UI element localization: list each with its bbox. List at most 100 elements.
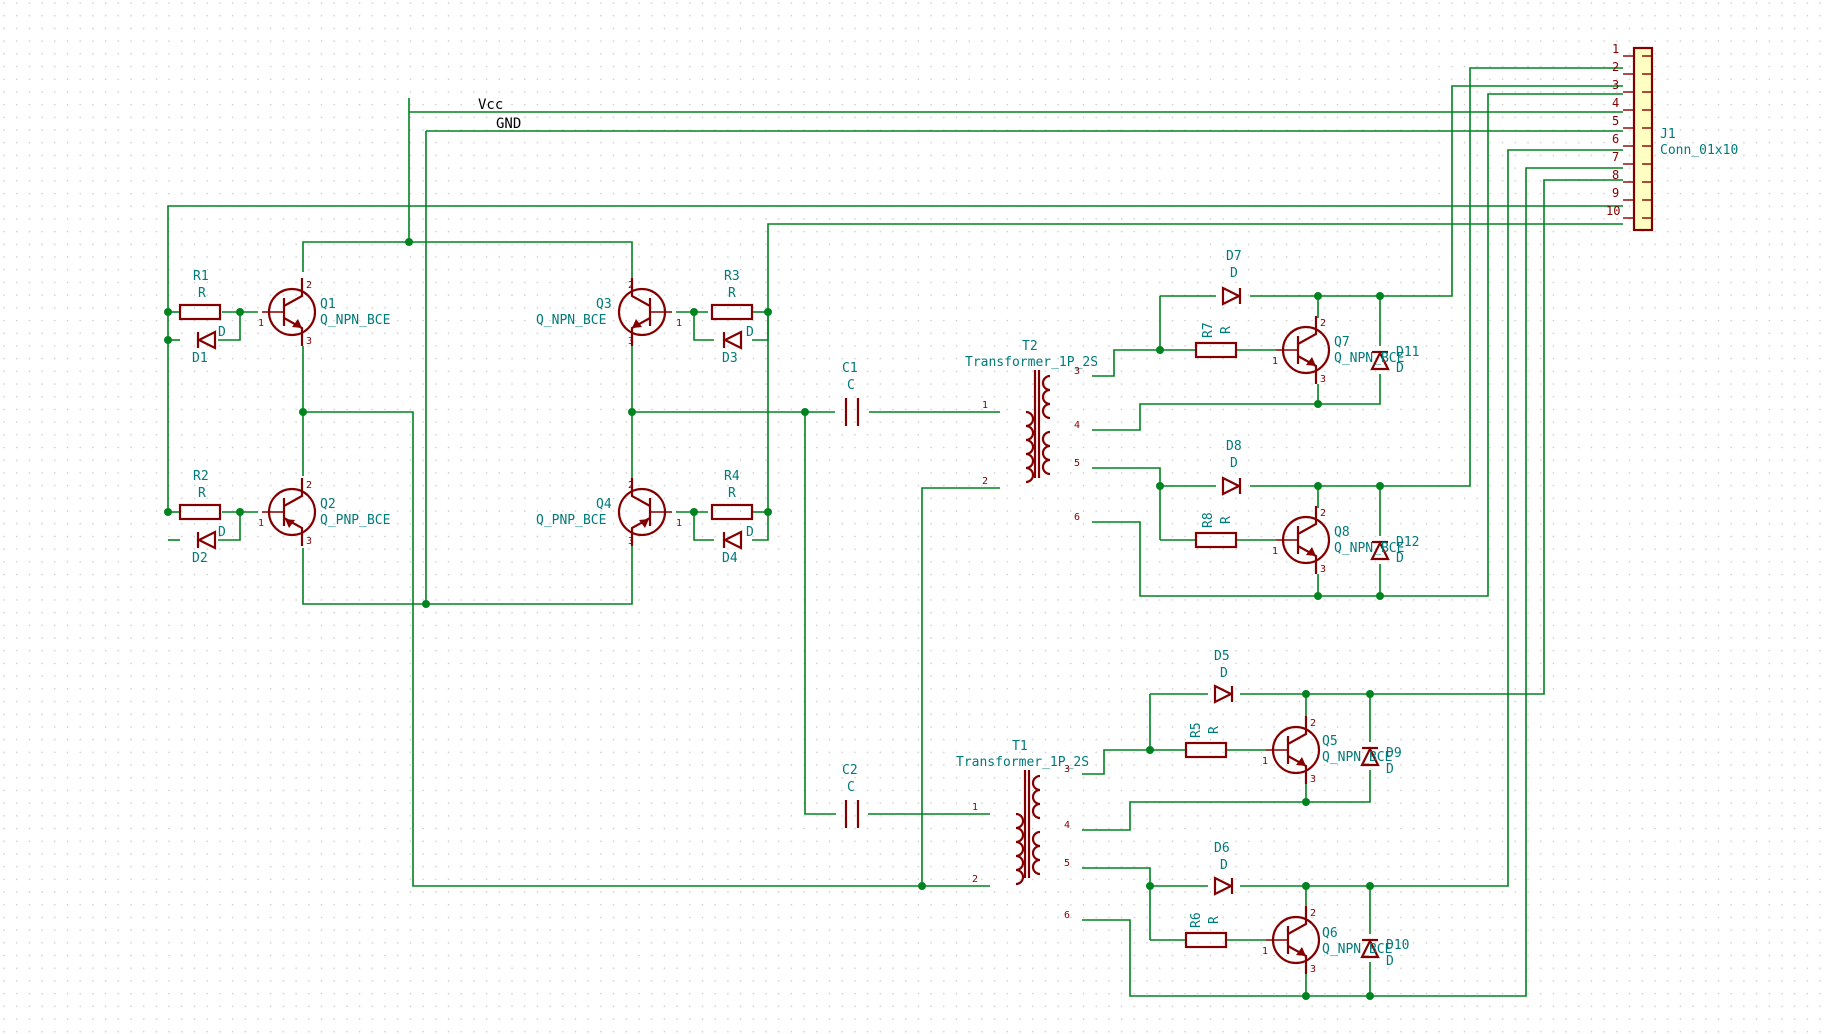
t1-value: Transformer_1P_2S	[956, 755, 1089, 770]
transformer-t2[interactable]	[1025, 370, 1051, 484]
diode-d11[interactable]	[1370, 350, 1390, 371]
q7-ref: Q7	[1334, 335, 1350, 350]
t1-pin5: 5	[1064, 858, 1070, 869]
connector-ref: J1	[1660, 127, 1676, 142]
connector-pin-3: 3	[1612, 78, 1619, 92]
resistor-r7[interactable]	[1194, 341, 1238, 359]
resistor-r3[interactable]	[710, 303, 754, 321]
r4-ref: R4	[724, 469, 740, 484]
d3-value: D	[746, 325, 754, 340]
w	[693, 512, 714, 541]
connector-pin-2: 2	[1612, 60, 1619, 74]
diode-d3[interactable]	[722, 330, 743, 350]
connector-j1[interactable]	[1632, 46, 1654, 232]
wire-pin10-bus	[767, 223, 1623, 312]
transistor-q3[interactable]	[617, 278, 672, 346]
diode-d12[interactable]	[1370, 540, 1390, 561]
q8-value: Q_NPN_BCE	[1334, 541, 1404, 556]
q-pin-collector: 2	[306, 480, 312, 491]
q-pin-emitter: 3	[1320, 374, 1326, 385]
resistor-r2[interactable]	[178, 503, 222, 521]
resistor-r8[interactable]	[1194, 531, 1238, 549]
d8-value: D	[1230, 456, 1238, 471]
q-pin-emitter: 3	[1310, 774, 1316, 785]
r6-ref: R6	[1189, 912, 1204, 928]
diode-d4[interactable]	[722, 530, 743, 550]
d5-value: D	[1220, 666, 1228, 681]
d9-value: D	[1386, 762, 1394, 777]
r7-ref: R7	[1201, 322, 1216, 338]
t2-value: Transformer_1P_2S	[965, 355, 1098, 370]
diode-d6[interactable]	[1213, 876, 1234, 896]
r8-value: R	[1219, 516, 1234, 524]
diode-d2[interactable]	[196, 530, 217, 550]
t1-pin1: 1	[972, 802, 978, 813]
q1-ref: Q1	[320, 297, 336, 312]
r3-ref: R3	[724, 269, 740, 284]
transformer-t1[interactable]	[1015, 770, 1041, 886]
r7-value: R	[1219, 326, 1234, 334]
d4-ref: D4	[722, 551, 738, 566]
q-pin-emitter: 3	[628, 536, 634, 547]
d6-ref: D6	[1214, 841, 1230, 856]
resistor-r1[interactable]	[178, 303, 222, 321]
resistor-r5[interactable]	[1184, 741, 1228, 759]
q-pin-emitter: 3	[1310, 964, 1316, 975]
capacitor-c2[interactable]	[844, 800, 860, 828]
d5-ref: D5	[1214, 649, 1230, 664]
q-pin-base: 1	[258, 518, 264, 529]
capacitor-c1[interactable]	[844, 398, 860, 426]
wire-bottom-rail	[302, 546, 633, 605]
r5-value: R	[1207, 726, 1222, 734]
q6-ref: Q6	[1322, 926, 1338, 941]
transistor-q7[interactable]	[1276, 316, 1331, 384]
q-pin-base: 1	[1272, 546, 1278, 557]
connector-pin-7: 7	[1612, 150, 1619, 164]
r1-ref: R1	[193, 269, 209, 284]
resistor-r6[interactable]	[1184, 931, 1228, 949]
wire-pin2	[1250, 67, 1623, 487]
q-pin-base: 1	[1262, 946, 1268, 957]
q-pin-base: 1	[1272, 356, 1278, 367]
transistor-q6[interactable]	[1266, 906, 1321, 974]
t2-pin1: 1	[982, 400, 988, 411]
transistor-q4[interactable]	[617, 478, 672, 546]
q6-value: Q_NPN_BCE	[1322, 942, 1392, 957]
transistor-q1[interactable]	[262, 278, 317, 346]
q-pin-collector: 2	[306, 280, 312, 291]
resistor-r4[interactable]	[710, 503, 754, 521]
q-pin-emitter: 3	[1320, 564, 1326, 575]
c2-value: C	[847, 780, 855, 795]
w	[1092, 349, 1160, 377]
wire-t2-p2	[921, 487, 1000, 886]
diode-d7[interactable]	[1221, 286, 1242, 306]
connector-pin-9: 9	[1612, 186, 1619, 200]
w	[1082, 867, 1151, 940]
diode-d5[interactable]	[1213, 684, 1234, 704]
net-label-gnd: GND	[496, 116, 521, 132]
diode-d8[interactable]	[1221, 476, 1242, 496]
t1-pin2: 2	[972, 874, 978, 885]
r2-ref: R2	[193, 469, 209, 484]
d3-ref: D3	[722, 351, 738, 366]
q7-value: Q_NPN_BCE	[1334, 351, 1404, 366]
transistor-q5[interactable]	[1266, 716, 1321, 784]
q-pin-collector: 2	[1320, 318, 1326, 329]
q-pin-collector: 2	[1320, 508, 1326, 519]
transistor-q8[interactable]	[1276, 506, 1331, 574]
diode-d1[interactable]	[196, 330, 217, 350]
diode-d9[interactable]	[1360, 746, 1380, 767]
connector-pin-6: 6	[1612, 132, 1619, 146]
q-pin-emitter: 3	[628, 336, 634, 347]
wire-top-rail	[302, 241, 633, 280]
transistor-q2[interactable]	[262, 478, 317, 546]
diode-d10[interactable]	[1360, 938, 1380, 959]
wire-left-to-primary2	[303, 411, 922, 887]
t2-ref: T2	[1022, 339, 1038, 354]
d8-ref: D8	[1226, 439, 1242, 454]
q-pin-emitter: 3	[306, 536, 312, 547]
